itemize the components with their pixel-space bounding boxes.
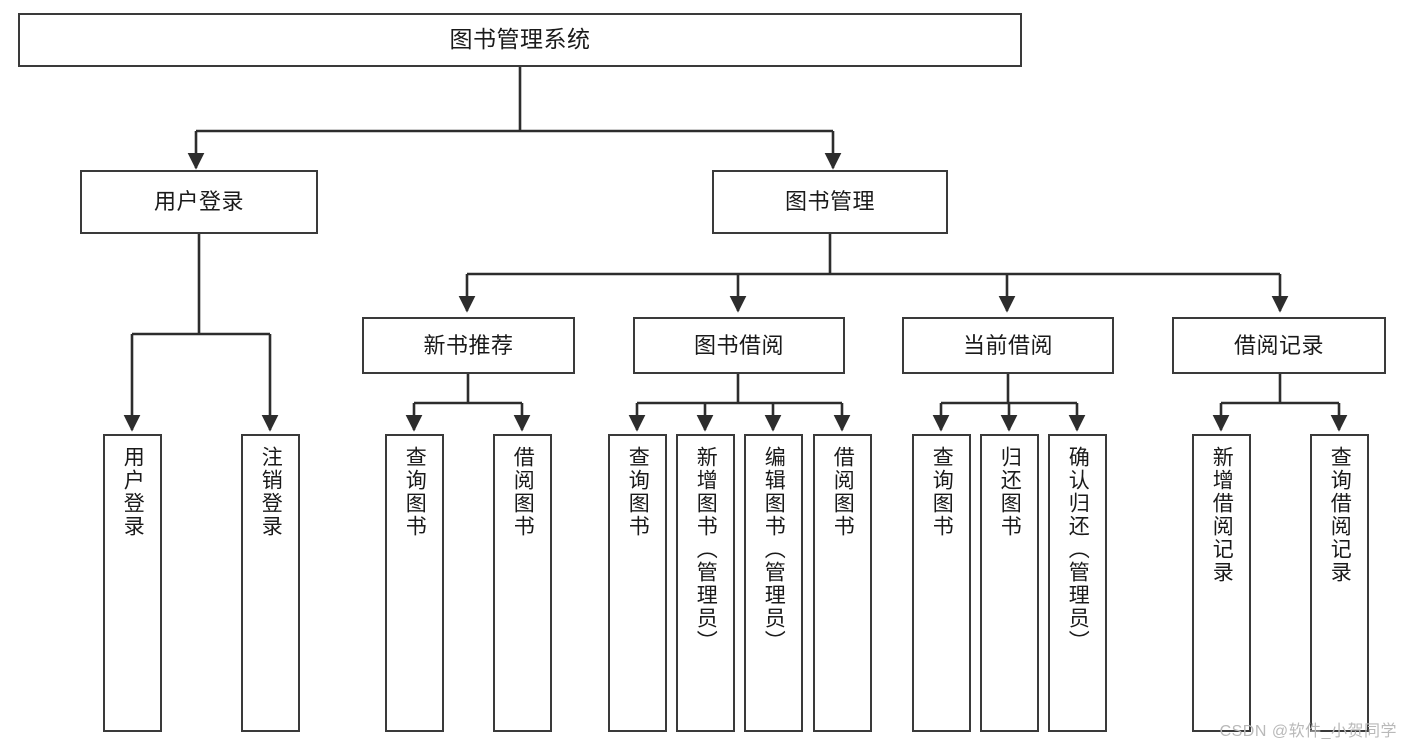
leaf-query-book-borrow[interactable]: 查询图书 bbox=[608, 434, 667, 732]
node-label: 查询图书 bbox=[403, 446, 427, 538]
node-current-borrow[interactable]: 当前借阅 bbox=[902, 317, 1114, 374]
node-label: 图书管理系统 bbox=[449, 26, 591, 53]
node-book-borrow[interactable]: 图书借阅 bbox=[633, 317, 845, 374]
leaf-logout[interactable]: 注销登录 bbox=[241, 434, 300, 732]
node-new-book-recommend[interactable]: 新书推荐 bbox=[362, 317, 575, 374]
node-book-manage[interactable]: 图书管理 bbox=[712, 170, 948, 234]
leaf-query-book-recommend[interactable]: 查询图书 bbox=[385, 434, 444, 732]
leaf-add-borrow-record[interactable]: 新增借阅记录 bbox=[1192, 434, 1251, 732]
node-label: 当前借阅 bbox=[962, 332, 1053, 358]
node-label: 查询借阅记录 bbox=[1328, 446, 1352, 584]
node-label: 查询图书 bbox=[626, 446, 650, 538]
node-label: 借阅图书 bbox=[511, 446, 535, 538]
leaf-confirm-return-admin[interactable]: 确认归还（管理员） bbox=[1048, 434, 1107, 732]
leaf-query-borrow-record[interactable]: 查询借阅记录 bbox=[1310, 434, 1369, 732]
node-label: 图书管理 bbox=[784, 189, 875, 215]
node-root-system[interactable]: 图书管理系统 bbox=[18, 13, 1022, 67]
node-label: 图书借阅 bbox=[693, 332, 784, 358]
node-label: 新增图书（管理员） bbox=[694, 446, 718, 653]
leaf-return-book[interactable]: 归还图书 bbox=[980, 434, 1039, 732]
leaf-add-book-admin[interactable]: 新增图书（管理员） bbox=[676, 434, 735, 732]
node-label: 借阅图书 bbox=[831, 446, 855, 538]
node-label: 用户登录 bbox=[153, 189, 244, 215]
node-label: 查询图书 bbox=[930, 446, 954, 538]
node-label: 新书推荐 bbox=[423, 332, 514, 358]
csdn-watermark: CSDN @软件_小贺同学 bbox=[1219, 723, 1397, 740]
leaf-user-login[interactable]: 用户登录 bbox=[103, 434, 162, 732]
leaf-borrow-book-borrow[interactable]: 借阅图书 bbox=[813, 434, 872, 732]
node-label: 确认归还（管理员） bbox=[1066, 446, 1090, 653]
leaf-borrow-book-recommend[interactable]: 借阅图书 bbox=[493, 434, 552, 732]
node-borrow-record[interactable]: 借阅记录 bbox=[1172, 317, 1386, 374]
node-label: 用户登录 bbox=[121, 446, 145, 538]
leaf-query-book-current[interactable]: 查询图书 bbox=[912, 434, 971, 732]
node-label: 注销登录 bbox=[259, 446, 283, 538]
node-label: 编辑图书（管理员） bbox=[762, 446, 786, 653]
leaf-edit-book-admin[interactable]: 编辑图书（管理员） bbox=[744, 434, 803, 732]
node-label: 归还图书 bbox=[998, 446, 1022, 538]
node-label: 借阅记录 bbox=[1233, 332, 1324, 358]
node-user-login[interactable]: 用户登录 bbox=[80, 170, 318, 234]
node-label: 新增借阅记录 bbox=[1210, 446, 1234, 584]
